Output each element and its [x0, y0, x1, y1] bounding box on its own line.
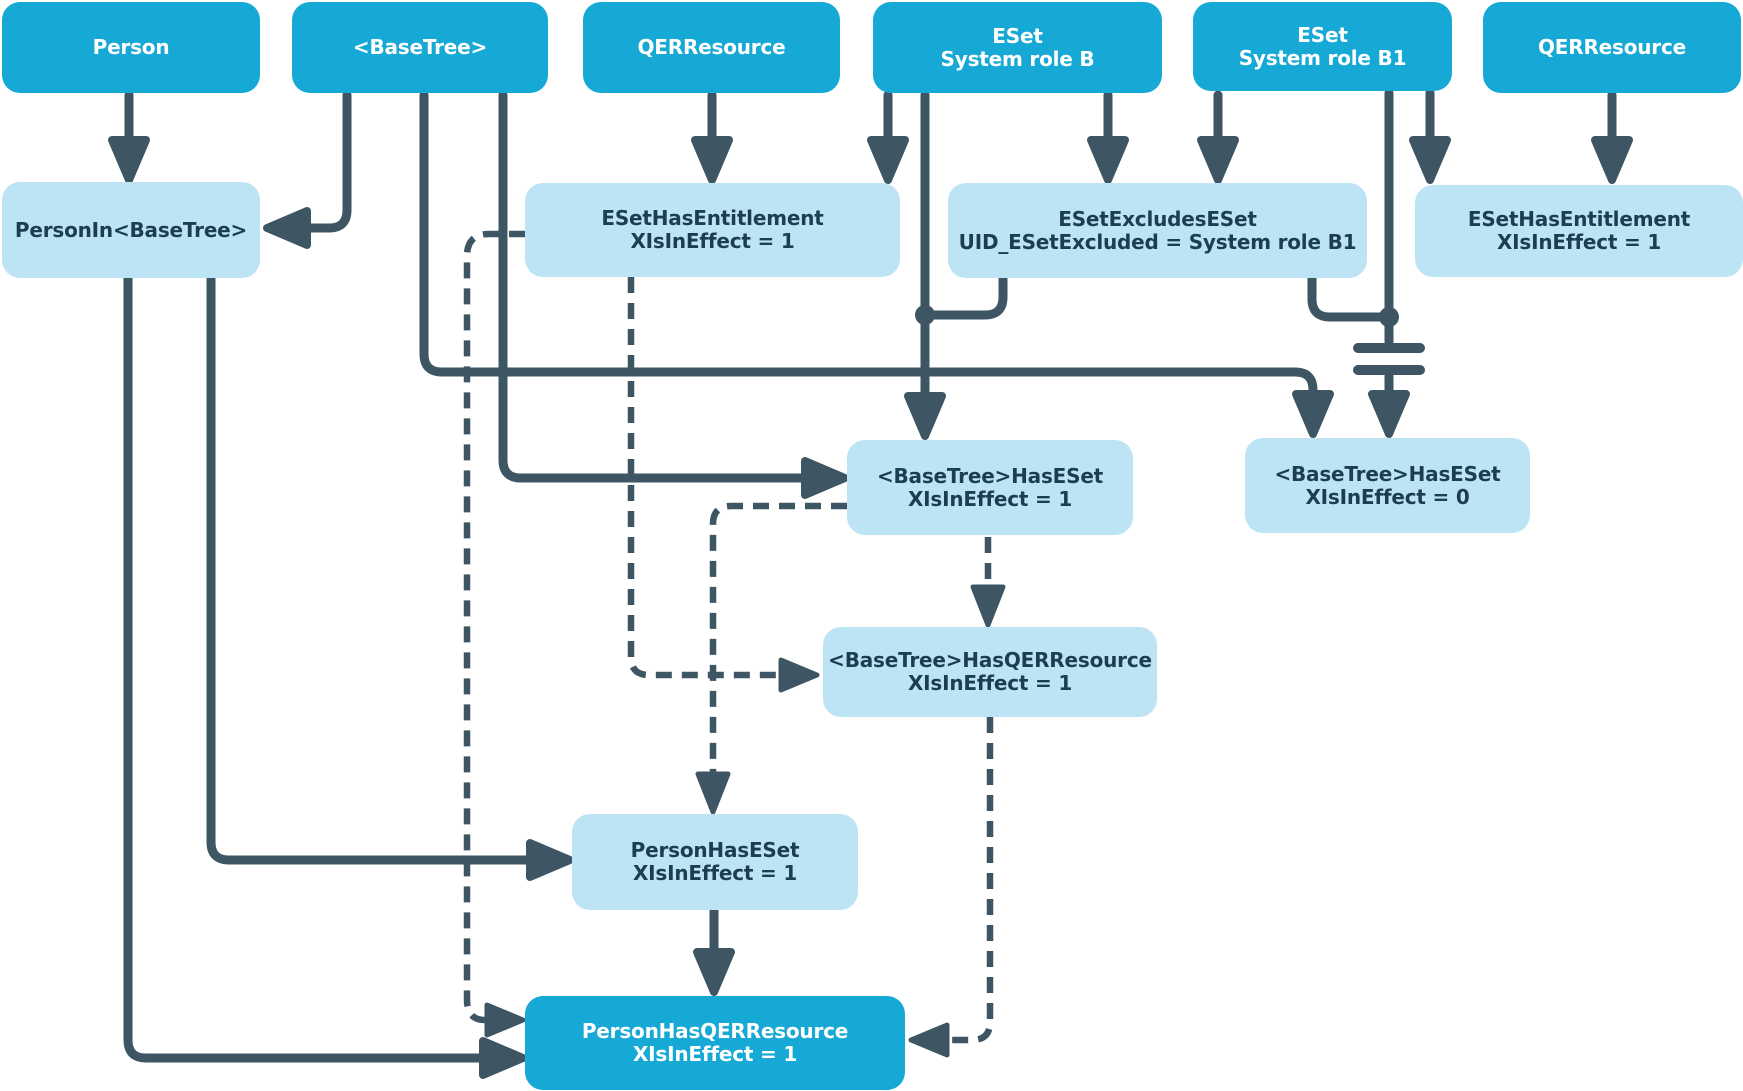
- edge-basetreehasqerresource-to-personhasqerresource: [947, 717, 994, 1044]
- node-eset-system-role-b1: ESet System role B1: [1193, 2, 1452, 91]
- node-qerresource-right: QERResource: [1483, 2, 1741, 93]
- edge-basetree-to-personin: [304, 90, 352, 233]
- edge-personin-to-personhasqerresource: [123, 273, 488, 1063]
- arrowhead-eset-b1-to-esetexcludeseset: [1197, 136, 1239, 184]
- node-person-label: Person: [92, 35, 170, 59]
- node-basetree-has-eset-0-line1: <BaseTree>HasESet: [1274, 461, 1501, 486]
- node-basetree-has-eset-0: <BaseTree>HasESet XIsInEffect = 0: [1245, 438, 1530, 533]
- arrowhead-basetreehaseset1-to-basetreehasqerresource: [970, 584, 1006, 628]
- node-esethasentitlement-left-line1: ESetHasEntitlement: [601, 206, 824, 230]
- node-eset-b-label-line1: ESet: [992, 23, 1043, 48]
- node-person-has-qerresource: PersonHasQERResource XIsInEffect = 1: [525, 996, 905, 1090]
- node-qerresource-right-label: QERResource: [1538, 35, 1686, 59]
- arrowhead-person-to-personin: [108, 136, 150, 184]
- arrowhead-eset-b1-to-esethasentitlement-right: [1409, 136, 1451, 184]
- edge-esetexcludeseset-to-junction-b: [1307, 273, 1394, 322]
- edge-personin-to-personhaseset: [206, 273, 535, 865]
- arrowhead-basetree-to-basetree-has-eset-1: [801, 457, 849, 499]
- node-esetexcludeseset: ESetExcludesESet UID_ESetExcluded = Syst…: [948, 183, 1367, 278]
- node-qerresource-left-label: QERResource: [637, 35, 786, 59]
- arrowhead-esethasentitlement-to-personhasqerresource: [484, 1002, 526, 1038]
- node-basetree-label: <BaseTree>: [352, 35, 488, 59]
- junction-dot-a: [915, 305, 935, 325]
- node-eset-b-label-line2: System role B: [940, 46, 1095, 71]
- edge-esetexcludeseset-to-junction-a: [920, 273, 1008, 320]
- arrowhead-esethasentitlement-to-basetreehasqerresource: [778, 657, 820, 693]
- node-person-has-eset-line1: PersonHasESet: [630, 838, 800, 862]
- node-esetexcludeseset-line1: ESetExcludesESet: [1058, 206, 1257, 231]
- arrowhead-basetree-to-basetree-has-eset-0: [1292, 390, 1334, 438]
- arrowhead-qerresource2-to-esethasentitlement-right: [1591, 136, 1633, 184]
- node-basetree-has-qerresource: <BaseTree>HasQERResource XIsInEffect = 1: [823, 627, 1157, 717]
- node-person-has-eset-line2: XIsInEffect = 1: [632, 861, 798, 885]
- arrowhead-basetree-to-personin: [263, 207, 311, 249]
- edge-esethasentitlement-to-personhasqerresource: [463, 230, 525, 1024]
- node-basetree-has-qerresource-line1: <BaseTree>HasQERResource: [828, 648, 1152, 672]
- node-person-has-eset: PersonHasESet XIsInEffect = 1: [572, 814, 858, 910]
- arrowhead-eset-b-to-esethasentitlement-left: [867, 136, 909, 184]
- node-eset-system-role-b: ESet System role B: [873, 2, 1162, 93]
- edge-basetree-to-basetree-has-eset-0: [419, 90, 1318, 399]
- arrowhead-personhaseset-to-personhasqerresource: [693, 948, 735, 996]
- node-basetree-has-eset-0-line2: XIsInEffect = 0: [1305, 484, 1470, 509]
- node-qerresource-left: QERResource: [583, 2, 840, 93]
- node-esethasentitlement-left-line2: XIsInEffect = 1: [630, 229, 795, 253]
- node-esetexcludeseset-line2: UID_ESetExcluded = System role B1: [958, 229, 1357, 254]
- arrowhead-eset-b-to-esetexcludeseset: [1087, 136, 1129, 184]
- node-person-has-qerresource-line1: PersonHasQERResource: [581, 1019, 849, 1043]
- arrowhead-eset-b1-to-basetree-has-eset-0: [1368, 390, 1410, 438]
- node-basetree-has-eset-1-line1: <BaseTree>HasESet: [876, 463, 1104, 488]
- node-eset-b1-label-line2: System role B1: [1238, 45, 1407, 70]
- node-basetree-has-eset-1-line2: XIsInEffect = 1: [907, 486, 1073, 511]
- node-person: Person: [2, 2, 260, 93]
- node-esethasentitlement-left: ESetHasEntitlement XIsInEffect = 1: [525, 183, 900, 277]
- node-basetree-has-qerresource-line2: XIsInEffect = 1: [907, 671, 1073, 695]
- node-esethasentitlement-right-line1: ESetHasEntitlement: [1467, 207, 1691, 231]
- arrowhead-personin-to-personhaseset: [526, 839, 574, 881]
- arrowhead-personin-to-personhasqerresource: [479, 1037, 527, 1079]
- edge-basetree-to-basetree-has-eset-1: [498, 90, 810, 483]
- node-basetree-has-eset-1: <BaseTree>HasESet XIsInEffect = 1: [847, 440, 1133, 535]
- node-eset-b1-label-line1: ESet: [1297, 22, 1348, 47]
- node-esethasentitlement-right-line2: XIsInEffect = 1: [1496, 230, 1662, 254]
- node-personin-label: PersonIn<BaseTree>: [14, 217, 248, 242]
- junction-dot-b: [1379, 307, 1399, 327]
- arrowhead-basetreehaseset1-to-personhaseset: [695, 771, 731, 815]
- arrowhead-eset-b-to-basetree-has-eset-1: [904, 392, 946, 440]
- edge-esethasentitlement-to-basetreehasqerresource: [627, 277, 781, 679]
- node-person-has-qerresource-line2: XIsInEffect = 1: [632, 1042, 798, 1066]
- edge-basetreehaseset1-to-personhaseset: [709, 502, 847, 774]
- node-esethasentitlement-right: ESetHasEntitlement XIsInEffect = 1: [1415, 185, 1743, 277]
- arrowhead-qerresource-to-esethasentitlement-left: [691, 136, 733, 184]
- node-basetree: <BaseTree>: [292, 2, 548, 93]
- node-personin-basetree: PersonIn<BaseTree>: [2, 182, 260, 278]
- arrowhead-basetreehasqerresource-to-personhasqerresource: [908, 1022, 950, 1058]
